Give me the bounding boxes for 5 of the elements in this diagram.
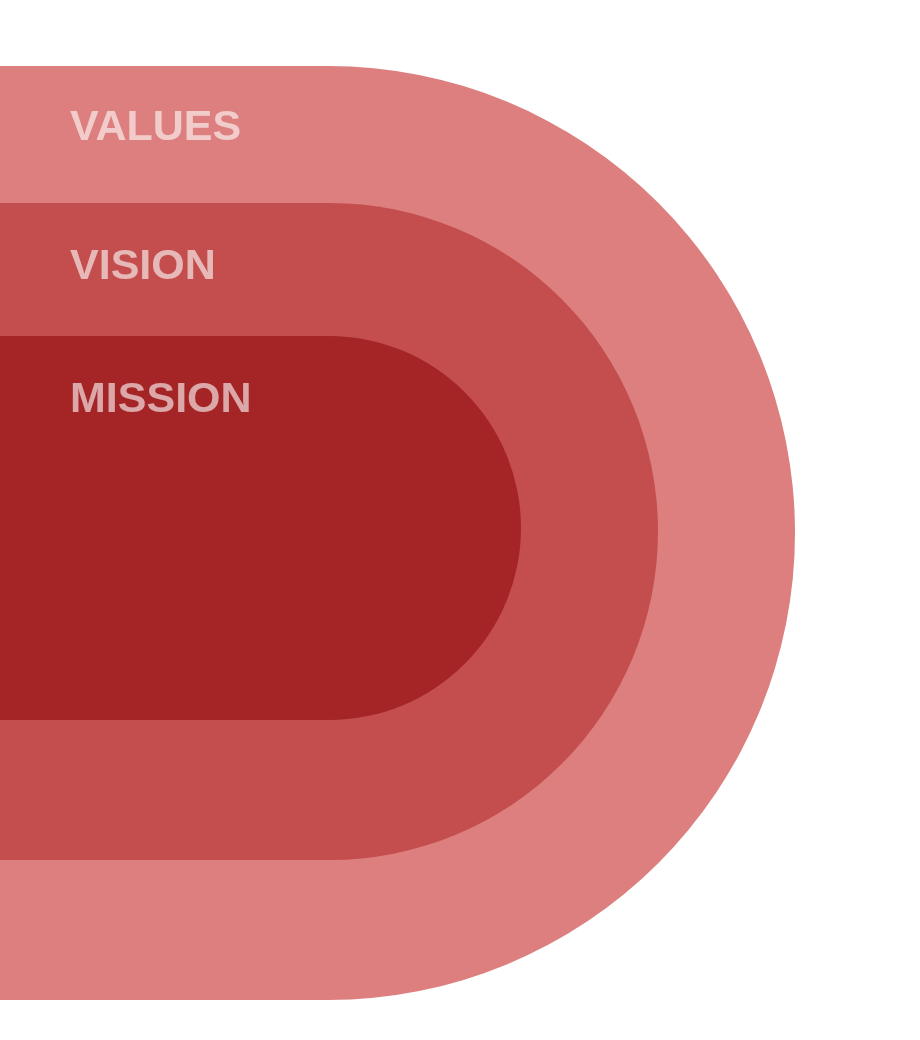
- band-title: VALUES: [70, 104, 242, 147]
- rounded-band: [0, 336, 521, 720]
- rounded-band: [0, 203, 658, 860]
- band-title: MISSION: [70, 376, 252, 419]
- band-title: VISION: [70, 243, 216, 286]
